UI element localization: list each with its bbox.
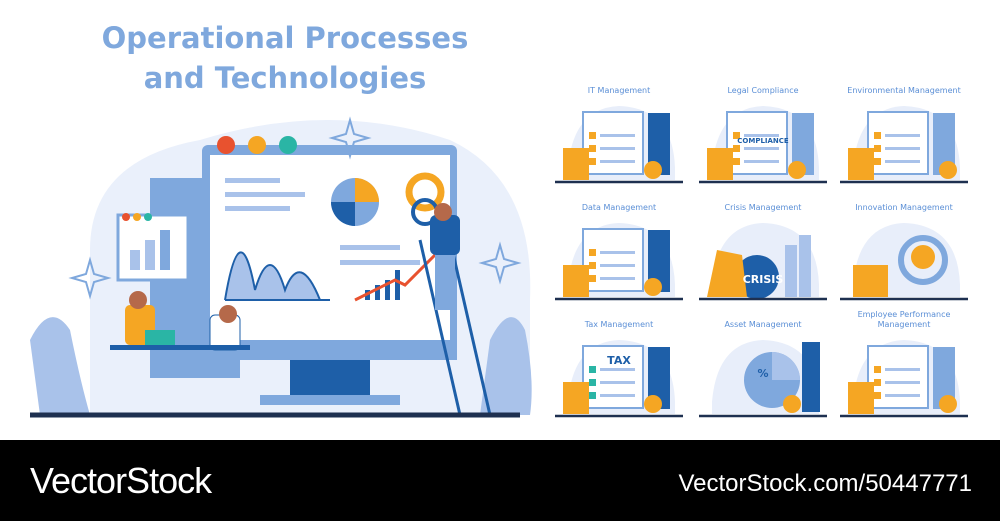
- panel-label: Environmental Management: [847, 86, 961, 95]
- panel-label: Asset Management: [724, 320, 802, 329]
- panel-label: Tax Management: [584, 320, 654, 329]
- panel-label: Innovation Management: [855, 203, 953, 212]
- panel-server-monitor: IT Management: [553, 78, 685, 186]
- globe-wind-turbine-icon: [840, 106, 968, 184]
- panel-text: TAX: [607, 354, 631, 367]
- panel-label: IT Management: [587, 86, 651, 95]
- page-title: Operational Processes and Technologies: [101, 21, 469, 95]
- panel-label: Legal Compliance: [727, 86, 799, 95]
- panel-text: %: [757, 367, 768, 380]
- panel-label: Employee Performance Management: [857, 310, 951, 329]
- main-illustration: [30, 116, 532, 418]
- image-url: VectorStock.com/50447771: [678, 470, 972, 497]
- panel-globe-wind-turbine: Environmental Management: [838, 78, 970, 186]
- tax-clipboard-icon: TAX: [555, 340, 683, 418]
- panel-database-monitor: Data Management: [553, 195, 685, 303]
- footer: VectorStock VectorStock.com/50447771: [0, 440, 1000, 521]
- server-monitor-icon: [555, 106, 683, 184]
- team-rating-icon: [840, 340, 968, 418]
- panel-text: COMPLIANCE: [737, 137, 789, 145]
- bomb-icon: CRISIS: [699, 223, 827, 301]
- panel-text: CRISIS: [743, 273, 784, 286]
- panel-lightbulb: Innovation Management: [838, 195, 970, 303]
- panel-pie-percent: Asset Management%: [697, 312, 829, 420]
- lightbulb-icon: [840, 223, 968, 301]
- clipboard-checklist-icon: COMPLIANCE: [699, 106, 827, 184]
- panel-team-rating: Employee Performance Management: [838, 310, 970, 420]
- database-monitor-icon: [555, 223, 683, 301]
- brand-logo: VectorStock: [30, 460, 212, 501]
- panel-label: Crisis Management: [724, 203, 802, 212]
- panel-label: Data Management: [581, 203, 657, 212]
- pie-percent-icon: %: [699, 340, 827, 418]
